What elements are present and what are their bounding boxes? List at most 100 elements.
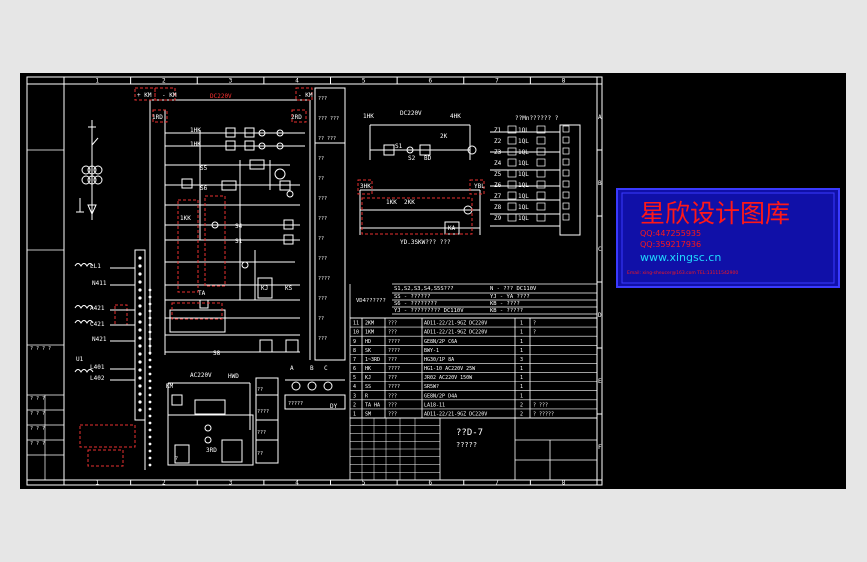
terminal-dot [138, 392, 142, 396]
middle-label: ?? [318, 176, 324, 182]
terminal-dot [148, 442, 152, 446]
column-number-bottom: 6 [428, 480, 432, 487]
label-phase-c: C [324, 365, 328, 372]
middle-label: ??? ??? [318, 116, 339, 122]
bom-cell: AD11-22/21-9GZ DC220V [424, 412, 487, 418]
drawing-name: ????? [456, 441, 477, 449]
bom-cell: ???? [388, 366, 400, 372]
note-line4-right: KB - ????? [490, 308, 523, 314]
label-hwd: HWD [228, 373, 239, 380]
label-u1: U1 [76, 356, 84, 363]
bom-cell: HD [365, 339, 371, 345]
label-ks: KS [285, 285, 293, 292]
bom-cell: 1 [520, 330, 523, 336]
label-s1: S1 [235, 238, 243, 245]
terminal-dot [138, 408, 142, 412]
middle-label: ??? [318, 216, 327, 222]
terminal-dot [148, 386, 152, 390]
ct-terminal-dots [138, 256, 152, 467]
terminal-dot [148, 372, 152, 376]
bom-cell: 1~3RD [365, 357, 380, 363]
right-label-2kk: 2KK [404, 199, 415, 206]
terminal-dot [138, 256, 142, 260]
terminal-dot [148, 379, 152, 383]
bom-cell: 5 [353, 375, 356, 381]
bom-cell: KJ [365, 375, 371, 381]
bom-cell: JR02 AC220V 150W [424, 375, 473, 381]
middle-label: ??? [318, 296, 327, 302]
label-l402: L402 [90, 375, 105, 382]
label-ta: TA [198, 290, 206, 297]
svg-text:? ? ?: ? ? ? [30, 441, 45, 447]
bom-cell: 10 [353, 330, 359, 336]
terminal-dot [138, 352, 142, 356]
right-schematic-wiring [359, 124, 581, 236]
bom-cell: HK [365, 366, 371, 372]
title-block-grid [350, 417, 440, 481]
terminal-row-id: Z6 [494, 182, 502, 189]
label-sk: 3RD [206, 447, 217, 454]
terminal-row-tag: 1QL [518, 204, 529, 211]
bom-cell: ??? [388, 357, 397, 363]
terminal-dot [148, 323, 152, 327]
bom-cell: 1 [520, 339, 523, 345]
bom-cell: 1KM [365, 330, 374, 336]
middle-label: ?? [318, 156, 324, 162]
bom-cell: LA18-11 [424, 402, 445, 408]
revision-strip-text: ? ? ? ? ? ? ? ? ? ? ? ? ? ? ? ? [30, 346, 51, 447]
terminal-row-tag: 1QL [518, 127, 529, 134]
terminal-row-tag: 1QL [518, 215, 529, 222]
right-schematic-labels: DC220V 1HK 4HK S1 S2 BD 2K 3HK 1KK 2KK K… [360, 110, 559, 246]
terminal-row-tag: 1QL [518, 149, 529, 156]
svg-text:?????: ????? [288, 401, 303, 407]
svg-text:? ? ? ?: ? ? ? ? [30, 346, 51, 352]
middle-label: ???? [318, 276, 330, 282]
svg-text:??: ?? [257, 387, 263, 393]
note-line2: SS - ?????? [394, 294, 430, 300]
terminal-dot [138, 312, 142, 316]
terminal-dot [138, 376, 142, 380]
label-s8: S8 [213, 350, 221, 357]
terminal-dot [148, 316, 152, 320]
bom-cell: SK [365, 348, 371, 354]
terminal-row-id: Z9 [494, 215, 502, 222]
row-letter: B [598, 180, 602, 187]
terminal-dot [148, 428, 152, 432]
right-dc-label: DC220V [400, 110, 422, 117]
label-fuse-left: 1RD [152, 114, 163, 121]
right-label-2k: 2K [440, 133, 448, 140]
terminal-dot [148, 414, 152, 418]
terminal-dot [138, 320, 142, 324]
terminal-dot [148, 407, 152, 411]
watermark-box [616, 188, 840, 288]
label-l401: L401 [90, 364, 105, 371]
column-number-top: 6 [428, 78, 432, 85]
bom-cell: 2 [520, 402, 523, 408]
bom-cell: TA HA [365, 402, 380, 408]
note-line3-right: KB - ???? [490, 301, 520, 307]
bom-cell: 2KM [365, 321, 374, 327]
column-number-bottom: 1 [95, 480, 99, 487]
watermark-url[interactable]: www.xingsc.cn [640, 251, 721, 264]
middle-label: ??? [318, 336, 327, 342]
terminal-row-id: Z3 [494, 149, 502, 156]
label-dy: DY [330, 403, 338, 410]
column-number-top: 7 [495, 78, 499, 85]
terminal-dot [148, 463, 152, 467]
label-km: KM [166, 383, 174, 390]
terminal-dot [148, 309, 152, 313]
bom-cell: AD11-22/21-9GZ DC220V [424, 330, 487, 336]
bom-cell: 1 [520, 384, 523, 390]
bom-cell: 2 [353, 402, 356, 408]
middle-label: ??? [318, 96, 327, 102]
watermark-qq2: QQ:359217936 [640, 240, 701, 249]
bom-cell: 1 [353, 412, 356, 418]
bom-cell: 9 [353, 339, 356, 345]
bom-cell: ? ??? [533, 402, 548, 408]
watermark-qq1: QQ:447255935 [640, 229, 701, 238]
column-number-bottom: 3 [229, 480, 233, 487]
feeder-single-line [76, 120, 103, 220]
right-label-bd: BD [424, 155, 432, 162]
terminal-row-tag: 1QL [518, 182, 529, 189]
